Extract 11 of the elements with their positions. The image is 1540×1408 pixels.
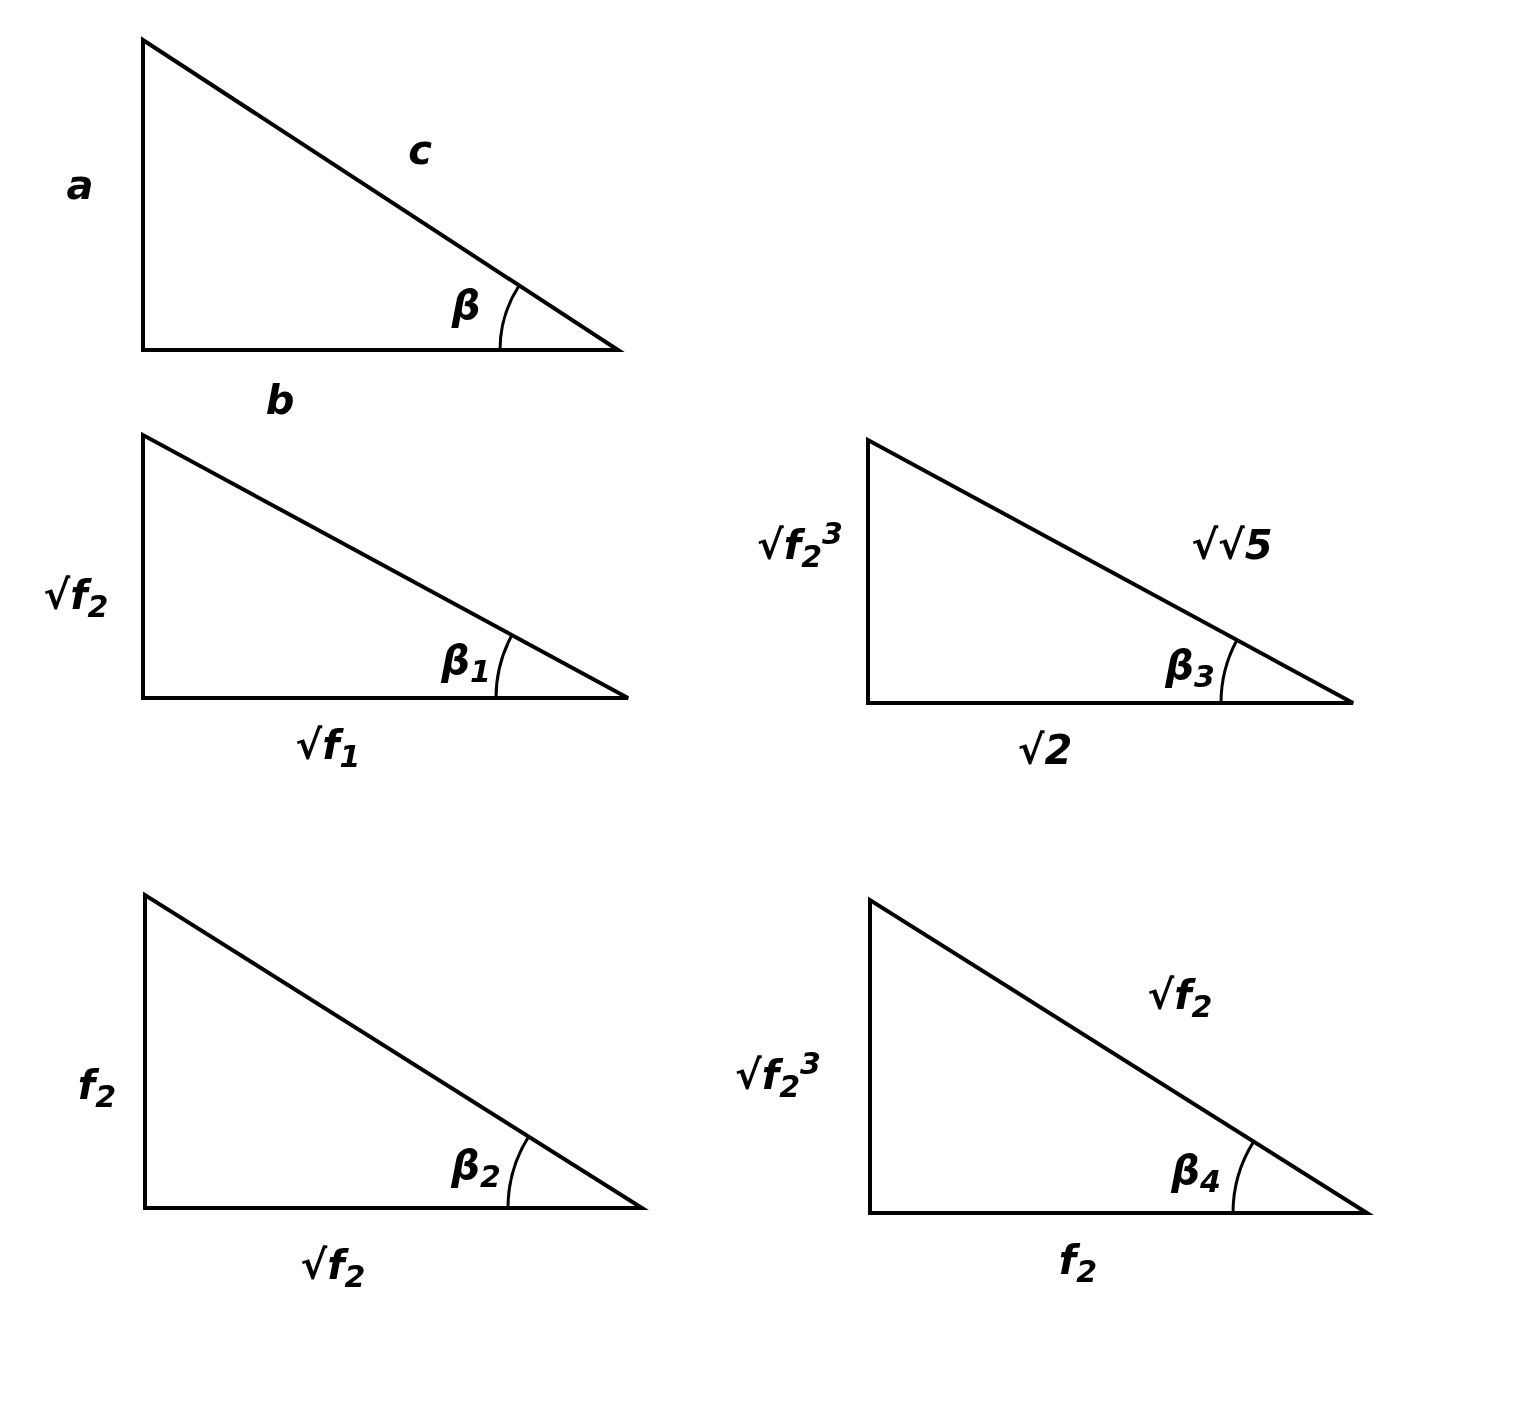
math-label: √√5: [1191, 525, 1273, 565]
math-label: √f$_{2}$: [1147, 975, 1213, 1015]
math-label: f$_{2}$: [1058, 1240, 1098, 1280]
math-label: f$_{2}$: [77, 1065, 117, 1105]
math-label: √f$_{2}$: [43, 575, 109, 615]
math-label: a: [66, 165, 94, 205]
math-label: c: [408, 130, 432, 170]
math-label: √f$_{2}$: [300, 1245, 366, 1285]
math-label: √2: [1017, 730, 1073, 770]
math-label: b: [265, 380, 295, 420]
math-label: √f$_{1}$: [295, 725, 361, 765]
